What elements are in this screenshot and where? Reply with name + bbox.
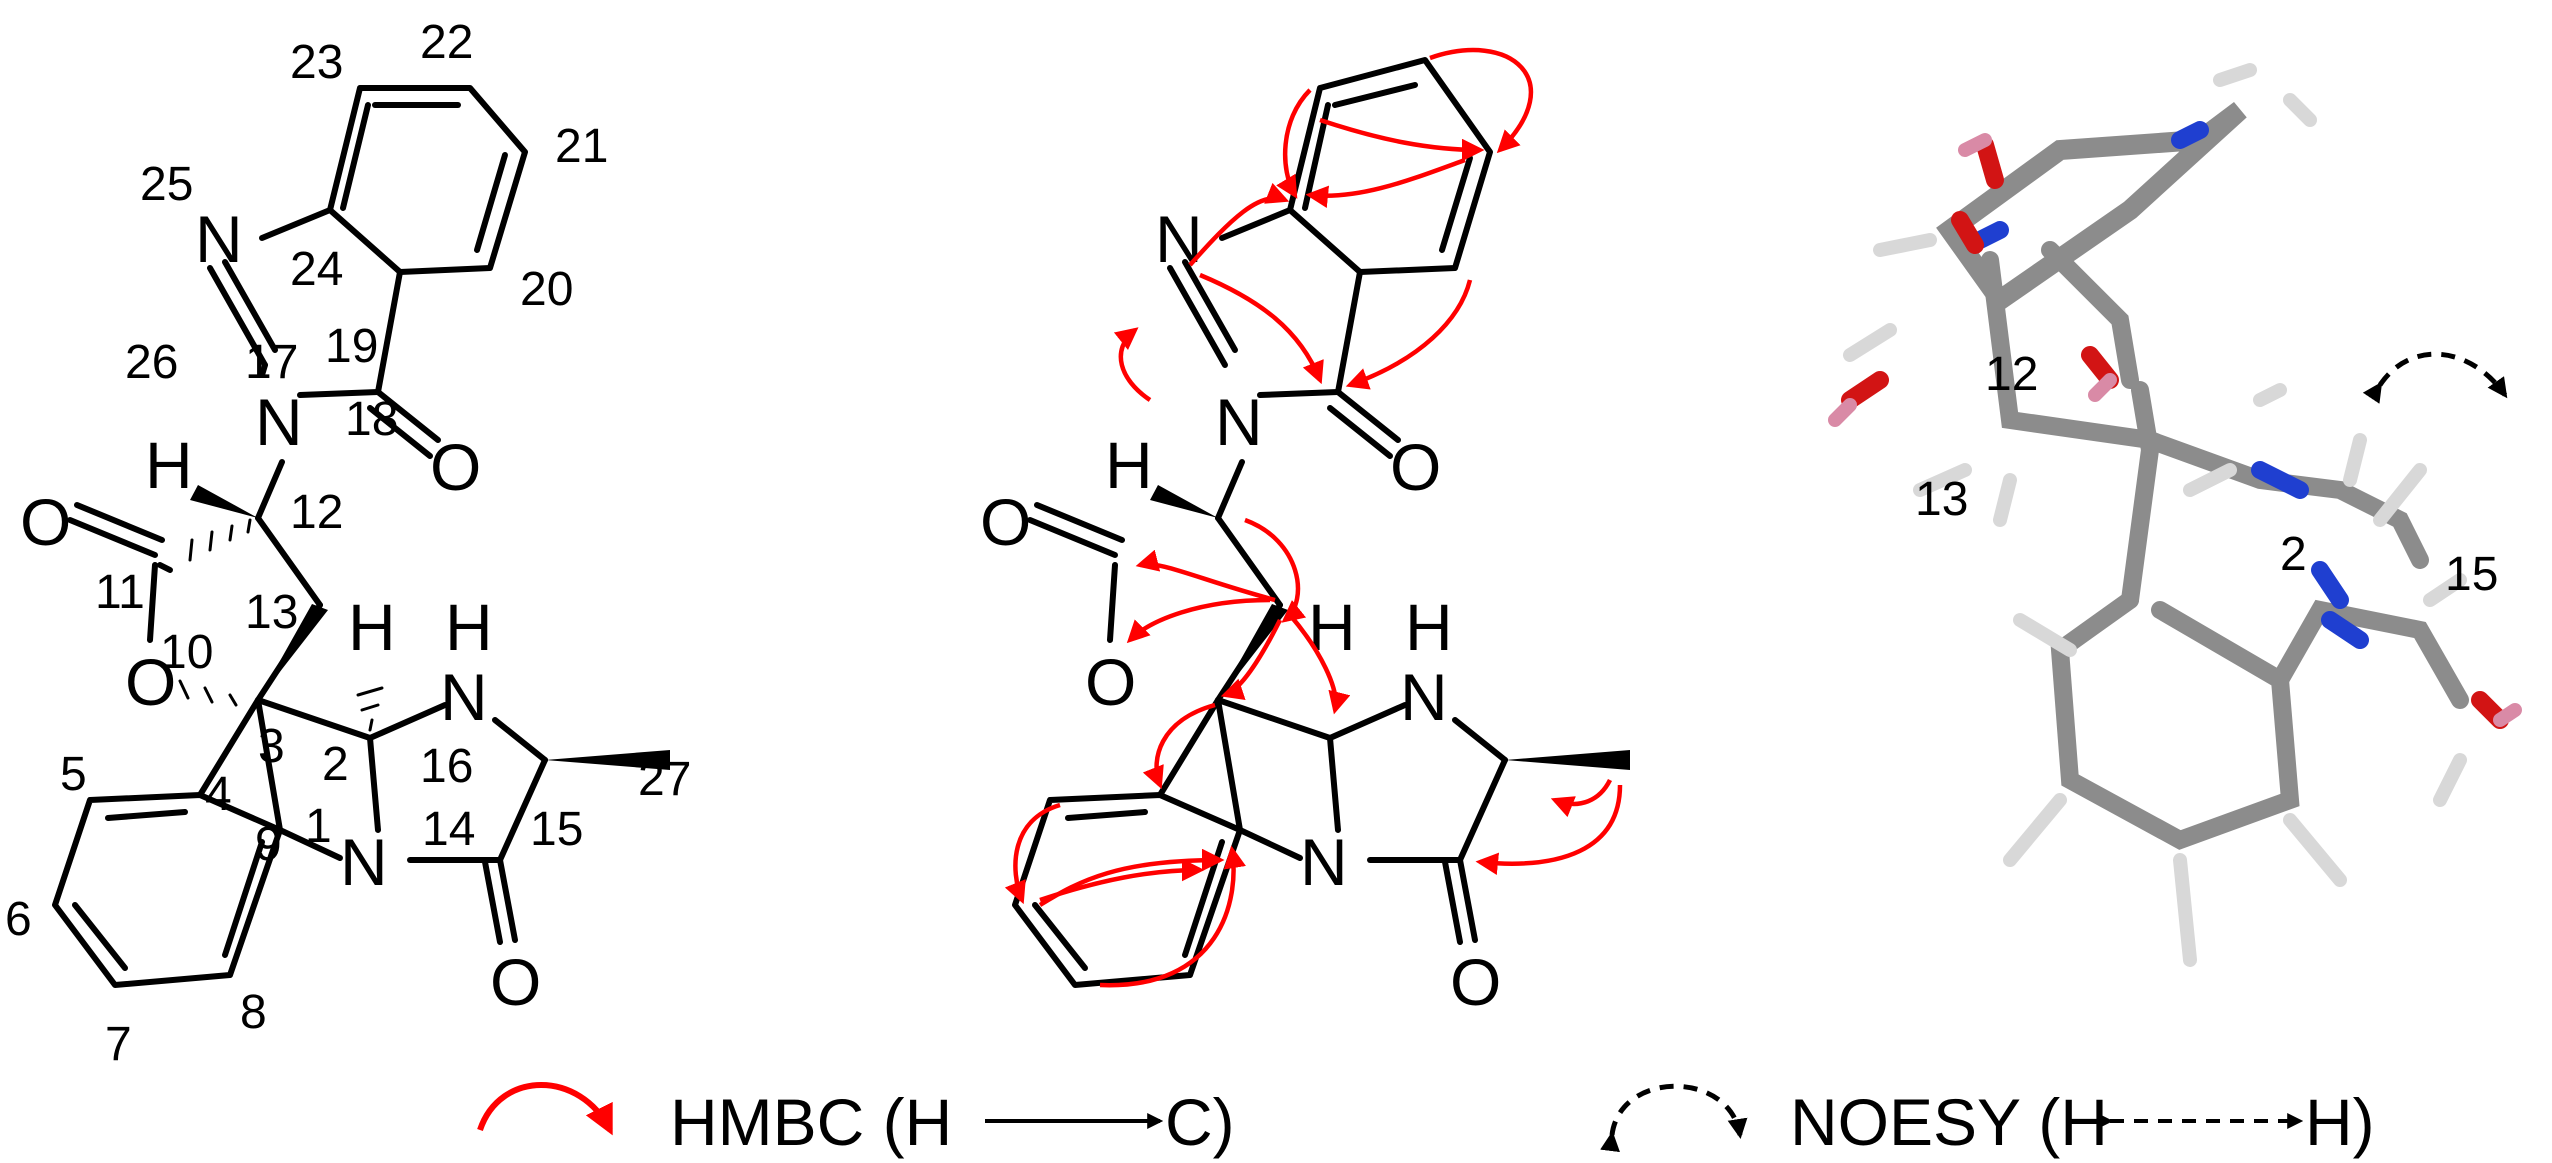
num-4: 4 — [205, 768, 232, 821]
noesy-legend-label: NOESY (H — [1790, 1085, 2108, 1159]
polar-hydrogen-sticks — [1828, 133, 2522, 727]
num-25: 25 — [140, 158, 193, 211]
atom-h16: H — [445, 590, 493, 664]
atom-n1: N — [340, 825, 388, 899]
num-5: 5 — [60, 748, 87, 801]
indole-benzene-ring — [52, 792, 283, 988]
hmbc-atom-o10: O — [1085, 645, 1136, 719]
noesy-legend-end: H) — [2305, 1085, 2375, 1159]
hydrogen-sticks — [1843, 63, 2467, 967]
num-1: 1 — [305, 800, 332, 853]
num-20: 20 — [520, 263, 573, 316]
noesy-legend-arrow — [1600, 1083, 1748, 1153]
legend: HMBC (H C) NOESY (H H) — [477, 1082, 2375, 1159]
num-11: 11 — [95, 566, 145, 619]
num-13: 13 — [245, 586, 298, 639]
noesy-arrow — [2362, 351, 2508, 404]
atom-n17: N — [255, 385, 303, 459]
num-27: 27 — [638, 753, 691, 806]
nitrogen-sticks — [1971, 121, 2369, 649]
num-19: 19 — [325, 320, 378, 373]
3d-conformer-model: 12 13 2 15 — [1828, 63, 2522, 967]
num-12: 12 — [290, 486, 343, 539]
num-26: 26 — [125, 336, 178, 389]
num-3: 3 — [258, 720, 285, 773]
atom-n25: N — [195, 202, 243, 276]
atom-o14: O — [490, 945, 541, 1019]
num-10: 10 — [160, 626, 213, 679]
num-23: 23 — [290, 36, 343, 89]
num-15: 15 — [530, 803, 583, 856]
num-9: 9 — [255, 818, 282, 871]
atom-h2: H — [348, 590, 396, 664]
model-label-13: 13 — [1915, 473, 1968, 526]
hmbc-skeleton — [1012, 57, 1630, 988]
indoline-imidazolidinone — [197, 686, 670, 945]
quinazolinone-benzene-ring — [327, 85, 528, 275]
hmbc-atom-n17: N — [1215, 385, 1263, 459]
model-label-2: 2 — [2280, 528, 2307, 581]
pyrimidinone-ring — [207, 207, 441, 459]
hmbc-legend-end: C) — [1165, 1085, 1235, 1159]
atom-h12: H — [145, 428, 193, 502]
hmbc-structure: N N O H O O H H N N O — [980, 47, 1630, 1019]
num-8: 8 — [240, 986, 267, 1039]
hmbc-atom-o18: O — [1390, 430, 1441, 504]
atom-o10: O — [125, 645, 176, 719]
num-24: 24 — [290, 243, 343, 296]
num-7: 7 — [105, 1018, 132, 1071]
hmbc-atom-o11: O — [980, 485, 1031, 559]
hmbc-atom-h12: H — [1105, 428, 1153, 502]
hmbc-atom-h16: H — [1405, 590, 1453, 664]
num-6: 6 — [5, 893, 32, 946]
lactone-ring — [67, 459, 328, 707]
numbered-structure: N N O H O O H H N N O 23 22 21 25 24 20 … — [5, 16, 691, 1071]
model-label-15: 15 — [2445, 548, 2498, 601]
hmbc-atom-n25: N — [1155, 202, 1203, 276]
num-17: 17 — [245, 336, 298, 389]
hmbc-atom-o14: O — [1450, 945, 1501, 1019]
hmbc-atom-n16: N — [1400, 660, 1448, 734]
hmbc-atom-n1: N — [1300, 825, 1348, 899]
hmbc-arrows — [1004, 47, 1623, 988]
num-18: 18 — [345, 393, 398, 446]
num-14: 14 — [422, 803, 475, 856]
atom-o18: O — [430, 430, 481, 504]
hmbc-legend-label: HMBC (H — [670, 1085, 952, 1159]
hmbc-legend-arrow — [477, 1082, 613, 1136]
num-22: 22 — [420, 16, 473, 69]
atom-n16: N — [440, 660, 488, 734]
model-label-12: 12 — [1985, 348, 2038, 401]
num-16: 16 — [420, 740, 473, 793]
num-2: 2 — [322, 738, 349, 791]
num-21: 21 — [555, 120, 608, 173]
atom-o11: O — [20, 485, 71, 559]
